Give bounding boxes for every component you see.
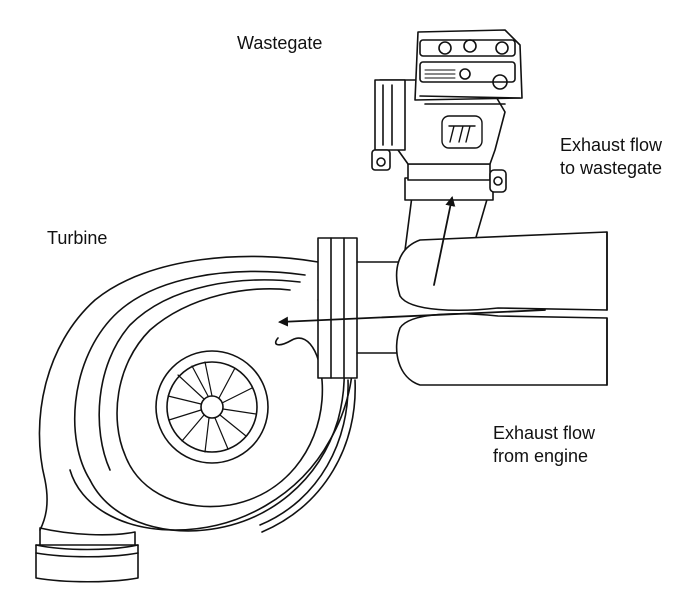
turbine-label: Turbine: [47, 228, 108, 248]
wastegate-flow-label: Exhaust flow to wastegate: [560, 134, 662, 180]
wastegate-clamp: [404, 163, 507, 201]
engine-flow-line-2: from engine: [493, 446, 589, 466]
wastegate-label: Wastegate: [237, 33, 323, 53]
arrow-to-wastegate-icon: [433, 196, 456, 286]
engine-flow-label: Exhaust flow from engine: [493, 422, 595, 468]
turbine-wheel: [155, 350, 269, 464]
logo-icon: [441, 115, 483, 149]
wastegate-flow-line-1: Exhaust flow: [560, 135, 663, 155]
arrow-to-turbine-icon: [278, 309, 546, 327]
wastegate-flow-line-2: to wastegate: [560, 158, 663, 178]
inlet-flange: [317, 237, 358, 379]
exhaust-pipes: [395, 231, 608, 386]
wastegate-body: [371, 29, 523, 171]
engine-flow-line-1: Exhaust flow: [493, 423, 596, 443]
